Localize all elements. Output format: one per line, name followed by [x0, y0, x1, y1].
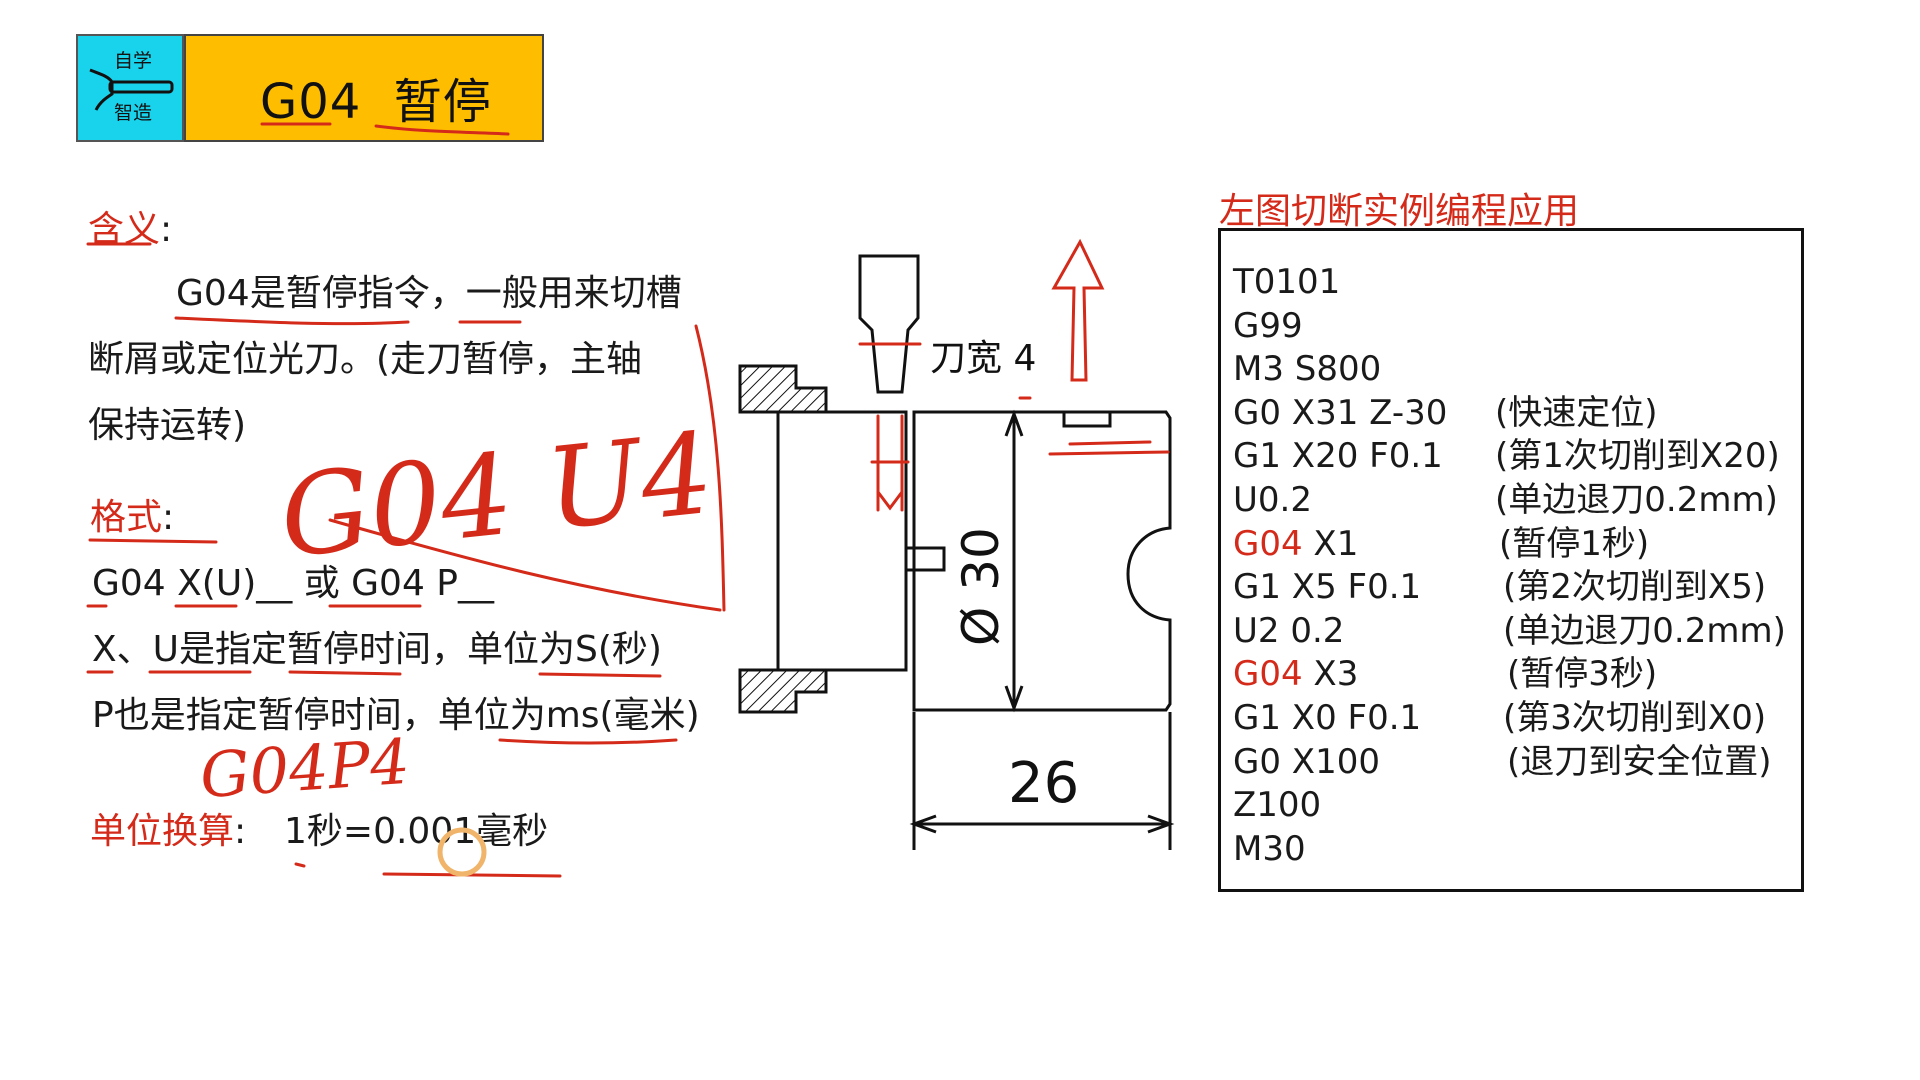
program-line-code: U0.2 [1233, 480, 1312, 520]
title-banner: G04 暂停 [184, 34, 544, 142]
meaning-label: 含义: [88, 209, 173, 250]
meaning-line-2: 断屑或定位光刀。(走刀暂停，主轴 [88, 339, 643, 380]
length-label: 26 [1008, 751, 1079, 816]
program-line-1: T0101 [1233, 265, 1340, 299]
title-underline-2 [374, 124, 510, 136]
tool-feed-mark [870, 414, 910, 512]
program-line-comment: (退刀到安全位置) [1507, 742, 1772, 782]
logo: 自学 智造 [76, 34, 184, 142]
chuck-jaw-top [738, 364, 828, 414]
page-title: G04 暂停 [260, 62, 492, 132]
tool-width-label: 刀宽 4 [930, 338, 1036, 379]
groove-top [1062, 412, 1112, 428]
program-line-highlight: G04 [1233, 654, 1314, 694]
program-line-code: G0 X31 Z-30 [1233, 393, 1448, 433]
logo-bottom-text: 智造 [114, 102, 153, 124]
diameter-arrows [1004, 409, 1024, 713]
program-line-code: T0101 [1233, 262, 1341, 302]
program-line-code: G1 X20 F0.1 [1233, 436, 1443, 476]
program-line-5: G1 X20 F0.1 [1233, 439, 1443, 473]
cross-stroke [328, 518, 722, 612]
bracket-mark [694, 324, 726, 612]
program-line-code: Z100 [1233, 785, 1322, 825]
cutting-tool [858, 254, 920, 394]
spindle-neck [904, 546, 946, 572]
program-line-11: G1 X0 F0.1 [1233, 701, 1421, 735]
length-extension-lines [912, 712, 1172, 850]
program-line-10: G04 X3 [1233, 657, 1358, 691]
hammer-icon [89, 68, 174, 111]
program-line-comment: (单边退刀0.2mm) [1503, 611, 1786, 651]
program-line-14: M30 [1233, 832, 1306, 866]
program-line-code: G99 [1233, 306, 1303, 346]
diameter-label: Ø 30 [952, 527, 1010, 646]
program-line-code: G1 X5 F0.1 [1233, 567, 1422, 607]
unit-underline [294, 862, 562, 878]
program-line-comment: (第2次切削到X5) [1503, 567, 1767, 607]
format-line-2: X、U是指定暂停时间，单位为S(秒) [92, 629, 662, 670]
handwritten-note-2: G04P4 [197, 724, 412, 813]
program-line-code: G1 X0 F0.1 [1233, 698, 1422, 738]
program-title: 左图切断实例编程应用 [1219, 191, 1580, 232]
title-code: G04 [260, 74, 362, 130]
workpiece [912, 410, 1172, 712]
format-label-underline [88, 538, 218, 544]
program-line-code: X3 [1313, 654, 1359, 694]
program-line-code: U2 0.2 [1233, 611, 1345, 651]
meaning-underline-1 [174, 316, 410, 326]
retract-arrow [1051, 238, 1105, 382]
program-line-9: U2 0.2 [1233, 614, 1344, 648]
program-line-comment: (快速定位) [1495, 393, 1658, 433]
program-line-comment: (暂停3秒) [1507, 654, 1658, 694]
format-label: 格式: [90, 497, 175, 538]
format-line-1: G04 X(U)__ 或 G04 P__ [92, 563, 494, 604]
program-line-2: G99 [1233, 309, 1303, 343]
length-arrows [909, 814, 1175, 834]
cursor-highlight [437, 827, 487, 877]
title-name: 暂停 [393, 74, 492, 130]
program-line-8: G1 X5 F0.1 [1233, 570, 1421, 604]
format-underline-3 [498, 738, 678, 745]
program-line-comment: (第3次切削到X0) [1503, 698, 1767, 738]
program-line-code: M30 [1233, 829, 1306, 869]
chuck-jaw-bottom [738, 668, 828, 714]
format-line-3: P也是指定暂停时间，单位为ms(毫米) [92, 695, 700, 736]
program-line-12: G0 X100 [1233, 745, 1380, 779]
program-line-7: G04 X1 [1233, 527, 1358, 561]
program-line-comment: (暂停1秒) [1499, 524, 1650, 564]
meaning-line-3: 保持运转) [88, 405, 247, 446]
program-line-3: M3 S800 [1233, 352, 1381, 386]
program-line-highlight: G04 [1233, 524, 1314, 564]
part-drawing: 刀宽 4 Ø 30 26 [738, 238, 1175, 850]
program-line-6: U0.2 [1233, 483, 1312, 517]
program-line-4: G0 X31 Z-30 [1233, 396, 1447, 430]
program-line-code: G0 X100 [1233, 742, 1380, 782]
program-line-13: Z100 [1233, 788, 1321, 822]
groove-mark [1048, 440, 1170, 456]
program-line-comment: (单边退刀0.2mm) [1495, 480, 1778, 520]
logo-top-text: 自学 [114, 50, 153, 72]
program-line-comment: (第1次切削到X20) [1495, 436, 1780, 476]
program-line-code: M3 S800 [1233, 349, 1382, 389]
program-line-code: X1 [1313, 524, 1359, 564]
meaning-line-1: G04是暂停指令，一般用来切槽 [176, 273, 682, 314]
format-underline-2 [86, 670, 662, 678]
unit-label: 单位换算: [90, 811, 247, 852]
unit-value: 1秒=0.001毫秒 [284, 811, 549, 852]
chuck-body [776, 410, 908, 672]
